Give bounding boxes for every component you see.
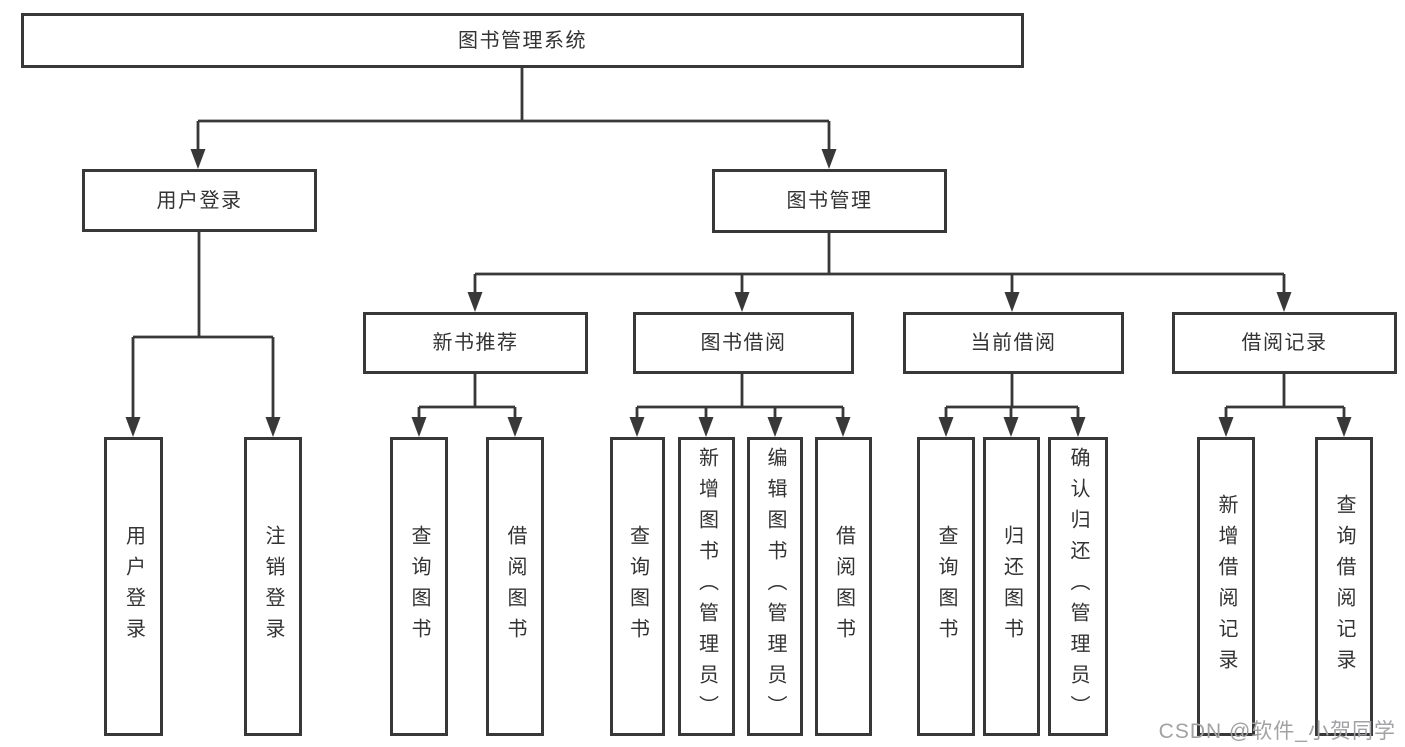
node-label: 查询图书: [626, 524, 649, 649]
node-leaf-cb-query-books: 查询图书: [917, 437, 975, 736]
node-leaf-cb-return-books: 归还图书: [983, 437, 1040, 736]
node-label: 归还图书: [1000, 524, 1023, 649]
node-label: 编辑图书（管理员）: [764, 447, 786, 726]
node-label: 确认归还（管理员）: [1067, 447, 1089, 726]
node-label: 查询图书: [408, 524, 430, 649]
node-leaf-bb-query-books: 查询图书: [610, 437, 665, 736]
node-label: 查询借阅记录: [1333, 493, 1355, 680]
csdn-watermark: CSDN @软件_小贺同学: [1158, 720, 1396, 743]
node-leaf-br-query-record: 查询借阅记录: [1315, 437, 1373, 736]
node-label: 用户登录: [122, 524, 145, 649]
node-leaf-br-add-record: 新增借阅记录: [1197, 437, 1255, 736]
node-label: 借阅图书: [504, 524, 526, 649]
node-root: 图书管理系统: [21, 13, 1024, 68]
connector-arrowheads: [125, 149, 1352, 437]
node-leaf-user-login: 用户登录: [104, 437, 163, 736]
node-book-borrow: 图书借阅: [633, 312, 854, 374]
node-leaf-bb-add-books: 新增图书（管理员）: [678, 437, 735, 736]
node-label: 新增图书（管理员）: [695, 447, 718, 726]
node-label: 新增借阅记录: [1215, 493, 1237, 680]
node-user-login: 用户登录: [82, 169, 317, 232]
node-leaf-nb-query-books: 查询图书: [390, 437, 448, 736]
node-leaf-logout: 注销登录: [244, 437, 302, 736]
node-borrow-records: 借阅记录: [1172, 312, 1397, 374]
node-leaf-bb-borrow-books: 借阅图书: [815, 437, 872, 736]
node-leaf-cb-confirm-return: 确认归还（管理员）: [1048, 437, 1108, 736]
node-leaf-nb-borrow-books: 借阅图书: [486, 437, 544, 736]
node-book-management: 图书管理: [712, 169, 947, 233]
node-label: 查询图书: [935, 524, 957, 649]
node-current-borrow: 当前借阅: [903, 312, 1124, 374]
node-label: 注销登录: [262, 524, 284, 649]
node-new-book-recommend: 新书推荐: [363, 312, 588, 374]
connector-paths: [131, 68, 1346, 419]
node-leaf-bb-edit-books: 编辑图书（管理员）: [747, 437, 803, 736]
node-label: 借阅图书: [832, 524, 855, 649]
